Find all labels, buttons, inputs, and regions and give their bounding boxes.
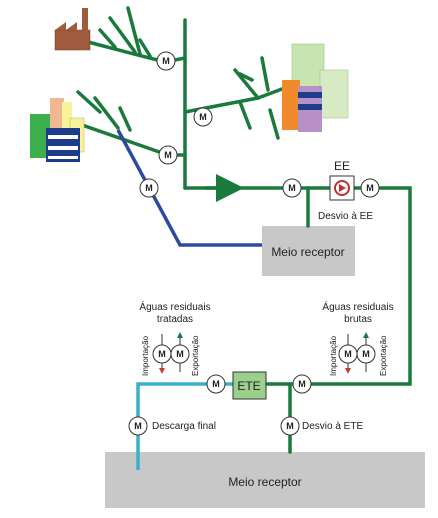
meter-label: M xyxy=(158,349,166,359)
meter-label: M xyxy=(362,349,370,359)
meter-label: M xyxy=(176,349,184,359)
factory-icon xyxy=(54,8,91,51)
ete-label: ETE xyxy=(237,379,260,393)
import-label-raw: Importação xyxy=(329,335,338,376)
building-cluster-right-icon xyxy=(282,43,349,132)
meter-label: M xyxy=(145,183,153,193)
meter-ete-inlet xyxy=(206,374,226,394)
meter-right-branch xyxy=(193,107,213,127)
descarga-final-label: Descarga final xyxy=(152,421,216,432)
receptor-bottom-box xyxy=(105,452,425,508)
receptor-top-box xyxy=(262,226,355,276)
meter-label: M xyxy=(366,183,374,193)
meter-ete-outlet xyxy=(292,374,312,394)
meter-label: M xyxy=(164,150,172,160)
ee-station-label: EE xyxy=(334,159,350,173)
meter-factory xyxy=(156,51,176,71)
meter-labels: M M M M M M M M M M M M M M xyxy=(134,56,374,431)
raw-water-label-2: brutas xyxy=(344,314,372,325)
meter-desvio-ete xyxy=(280,416,300,436)
overflow-pipe xyxy=(116,129,262,247)
treated-pipe xyxy=(136,382,233,470)
treated-water-label-2: tratadas xyxy=(157,314,193,325)
meter-label: M xyxy=(162,56,170,66)
receptor-top-label: Meio receptor xyxy=(271,245,344,259)
meter-raw-export xyxy=(356,344,376,364)
building-cluster-left-icon xyxy=(30,98,85,162)
export-label-treated: Exportação xyxy=(191,335,200,376)
meter-label: M xyxy=(288,183,296,193)
meter-left-branch xyxy=(158,145,178,165)
meter-label: M xyxy=(286,421,294,431)
meter-descarga xyxy=(128,416,148,436)
flow-meters xyxy=(128,51,380,436)
desvio-ee-label: Desvio à EE xyxy=(318,211,373,222)
meter-ee-inlet xyxy=(282,178,302,198)
export-label-raw: Exportação xyxy=(379,335,388,376)
meter-label: M xyxy=(344,349,352,359)
receptor-bottom-label: Meio receptor xyxy=(228,475,301,489)
meter-treated-export xyxy=(170,344,190,364)
meter-label: M xyxy=(199,112,207,122)
meter-overflow xyxy=(139,178,159,198)
desvio-ete-label: Desvio à ETE xyxy=(302,421,363,432)
treated-water-label-1: Águas residuais xyxy=(139,300,210,313)
meter-ee-outlet xyxy=(360,178,380,198)
meter-label: M xyxy=(298,379,306,389)
import-label-treated: Importação xyxy=(141,335,150,376)
meter-label: M xyxy=(212,379,220,389)
ete-box xyxy=(232,371,267,400)
meter-label: M xyxy=(134,421,142,431)
raw-water-label-1: Águas residuais xyxy=(322,300,393,313)
